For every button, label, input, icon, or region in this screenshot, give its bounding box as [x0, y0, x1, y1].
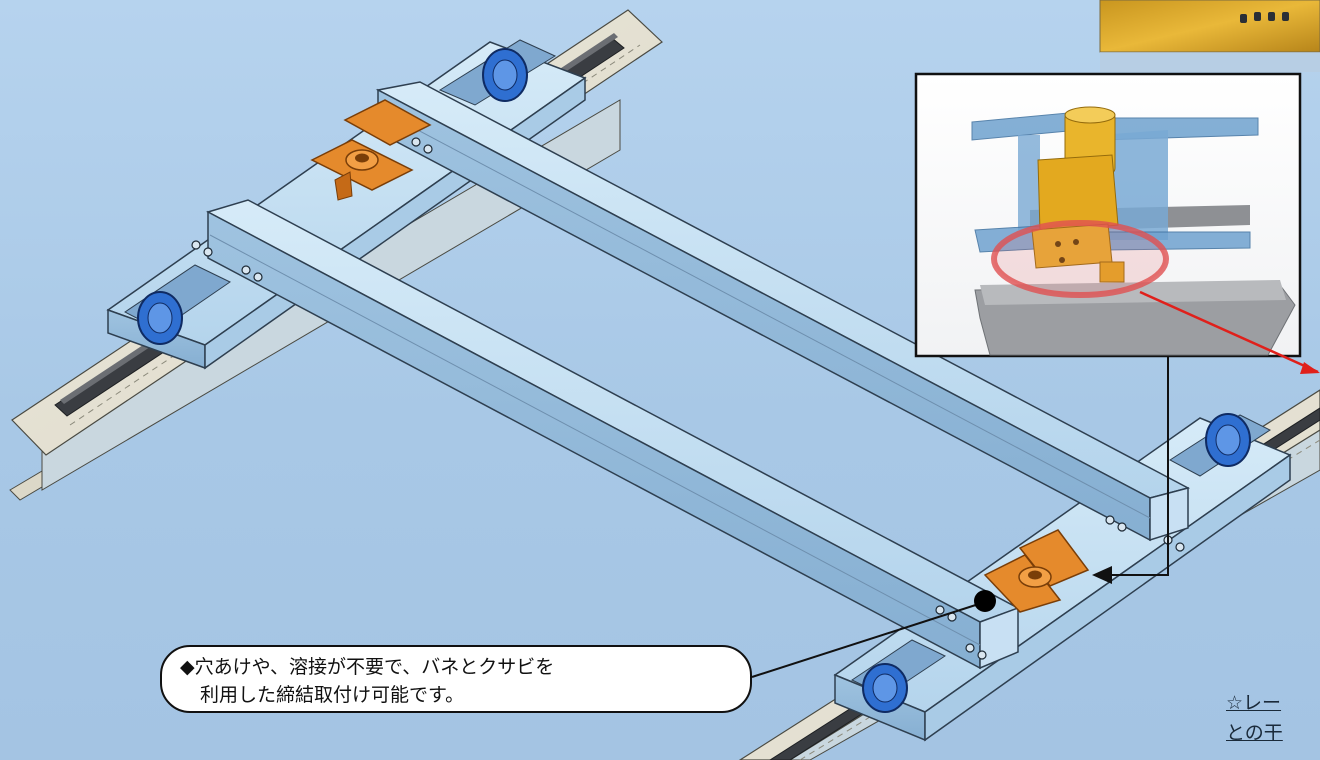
wheel-right-rear [1205, 413, 1251, 467]
callout-line-2: 利用した締結取付け可能です。 [200, 684, 465, 706]
wheel-right-front [862, 663, 908, 713]
product-photo-fragment [1099, 0, 1320, 72]
note-line-1: ☆レー [1226, 692, 1282, 714]
callout-line-1: ◆穴あけや、溶接が不要で、バネとクサビを [180, 656, 555, 678]
feature-callout: ◆穴あけや、溶接が不要で、バネとクサビを 利用した締結取付け可能です。 [160, 645, 752, 713]
red-pointer-arrow [1139, 290, 1320, 374]
main-girder-lower [206, 199, 1020, 670]
inset-leader-arrow [1092, 356, 1169, 584]
main-girder-upper [375, 81, 1191, 542]
rail-clamp-right [983, 529, 1090, 613]
callout-leader [751, 590, 996, 678]
detail-inset [914, 72, 1302, 358]
rail-note: ☆レー との干 [1226, 688, 1320, 748]
wheel-left-rear [482, 48, 528, 102]
wheel-left-front [137, 291, 183, 345]
note-line-2: との干 [1226, 722, 1283, 744]
rail-clamp-left [310, 99, 432, 201]
